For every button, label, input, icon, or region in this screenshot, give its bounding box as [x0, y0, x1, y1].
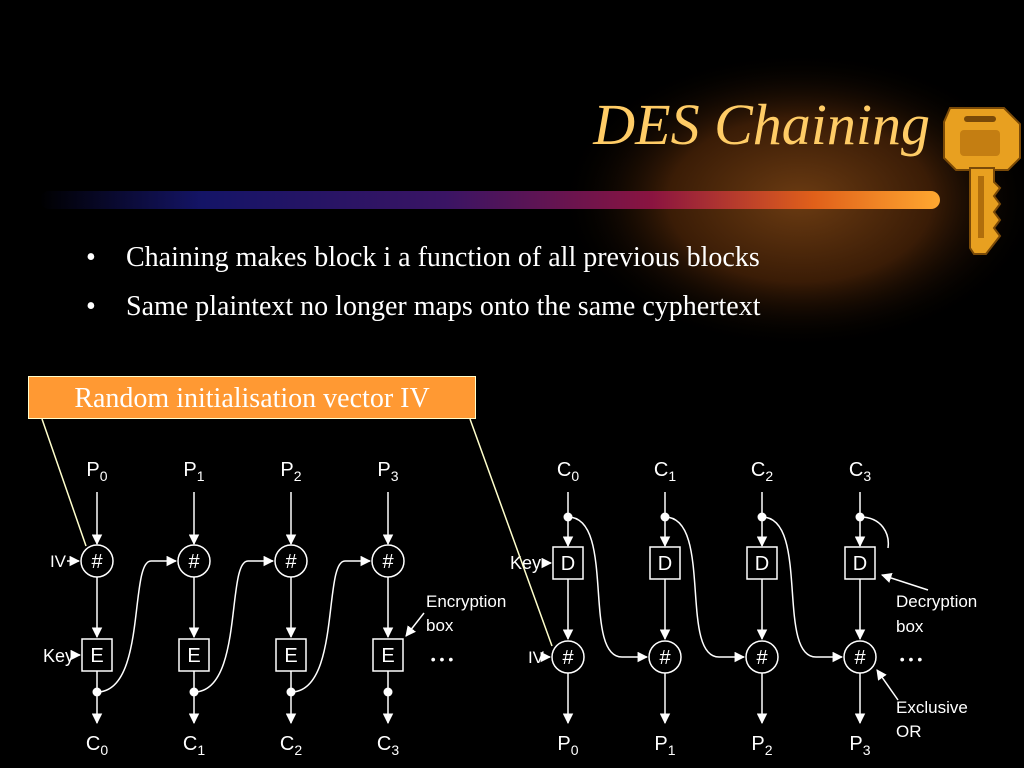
plaintext-label: P0: [86, 459, 107, 484]
ellipsis: • • •: [900, 651, 923, 667]
encryption-box-label: E: [90, 645, 103, 667]
decryption-box: [552, 546, 584, 580]
decryption-box-label: D: [755, 553, 769, 575]
decryption-annotation: Decryption: [896, 592, 977, 611]
callout-pointer-line: [469, 418, 553, 647]
decryption-box-label: D: [853, 553, 867, 575]
bullet-item: • Same plaintext no longer maps onto the …: [86, 287, 761, 336]
plaintext-label: P3: [849, 733, 870, 758]
ciphertext-label: C3: [377, 733, 399, 758]
xor-label: #: [188, 551, 200, 573]
plaintext-label: P0: [557, 733, 578, 758]
iv-label: IV: [50, 552, 67, 571]
decryption-box: [844, 546, 876, 580]
ciphertext-label: C2: [280, 733, 302, 758]
xor-annotation: OR: [896, 722, 922, 741]
xor-label: #: [285, 551, 297, 573]
xor-label: #: [659, 647, 671, 669]
plaintext-label: P3: [377, 459, 398, 484]
xor-label: #: [854, 647, 866, 669]
ciphertext-label: C0: [557, 459, 579, 484]
chain-arrow: [290, 555, 372, 693]
encryption-annotation: box: [426, 616, 454, 635]
bullet-dot: •: [86, 291, 96, 322]
chain-line: [859, 516, 890, 549]
ciphertext-label: C2: [751, 459, 773, 484]
encryption-box-label: E: [187, 645, 200, 667]
plaintext-label: P2: [751, 733, 772, 758]
plaintext-label: P1: [183, 459, 204, 484]
title-bar: [40, 191, 940, 209]
xor-label: #: [562, 647, 574, 669]
decryption-box-label: D: [658, 553, 672, 575]
bullet-list: • Chaining makes block i a function of al…: [86, 238, 761, 336]
bullet-text: Same plaintext no longer maps onto the s…: [126, 291, 761, 322]
ciphertext-label: C3: [849, 459, 871, 484]
annotation-pointer: [876, 669, 899, 701]
chain-arrow: [761, 516, 844, 663]
ciphertext-label: C1: [654, 459, 676, 484]
encryption-box: [178, 638, 210, 672]
ciphertext-label: C1: [183, 733, 205, 758]
slide-title: DES Chaining: [593, 92, 930, 157]
bullet-dot: •: [86, 242, 96, 273]
xor-label: #: [756, 647, 768, 669]
chain-arrow: [664, 516, 746, 663]
ciphertext-label: C0: [86, 733, 108, 758]
key-icon: [943, 107, 1021, 255]
encryption-box-label: E: [381, 645, 394, 667]
annotation-pointer: [881, 572, 929, 591]
key-label: Key: [43, 646, 74, 666]
plaintext-label: P2: [280, 459, 301, 484]
encryption-box: [81, 638, 113, 672]
chain-arrow: [96, 555, 178, 693]
iv-callout: Random initialisation vector IV: [28, 376, 476, 419]
callout-pointers: [41, 418, 553, 647]
encryption-box: [275, 638, 307, 672]
callout-pointer-line: [41, 418, 87, 547]
decryption-box-label: D: [561, 553, 575, 575]
bullet-text: Chaining makes block i a function of all…: [126, 242, 760, 273]
xor-annotation: Exclusive: [896, 698, 968, 717]
encryption-box-label: E: [284, 645, 297, 667]
xor-label: #: [382, 551, 394, 573]
annotation-pointer: [405, 612, 425, 637]
chain-arrow: [567, 516, 649, 663]
encryption-annotation: Encryption: [426, 592, 506, 611]
encryption-diagram: P0 # E C0 P1 # E C1 P2 # E C2 P3 # E C3 IV Key Encryption b…: [43, 459, 506, 758]
iv-label: IV: [528, 648, 545, 667]
chain-arrow: [193, 555, 275, 693]
bullet-item: • Chaining makes block i a function of al…: [86, 238, 761, 287]
key-label: Key: [510, 553, 541, 573]
encryption-box: [372, 638, 404, 672]
ellipsis: • • •: [431, 651, 454, 667]
decryption-annotation: box: [896, 617, 924, 636]
plaintext-label: P1: [654, 733, 675, 758]
xor-label: #: [91, 551, 103, 573]
